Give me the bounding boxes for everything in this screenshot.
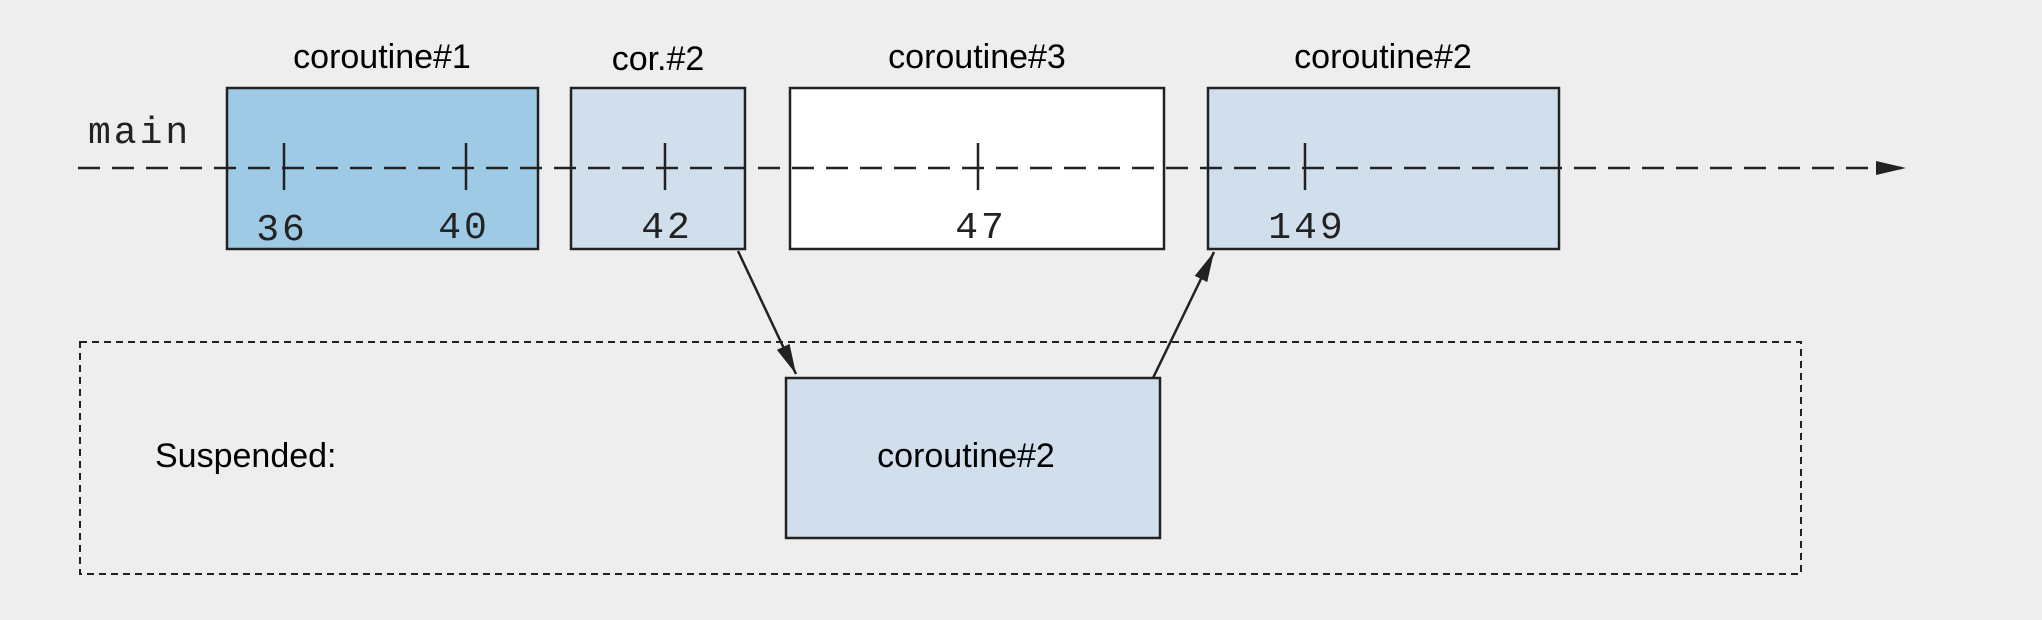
tick-label-40: 40 (438, 207, 490, 250)
box-title-coroutine-1: coroutine#1 (293, 38, 471, 76)
tick-label-36: 36 (256, 209, 308, 252)
suspend-arrow (736, 250, 798, 375)
box-title-coroutine-3: coroutine#3 (888, 38, 1066, 76)
suspended-label: Suspended: (155, 437, 337, 475)
main-thread-label: main (88, 112, 191, 155)
suspended-coroutine-2-label: coroutine#2 (877, 437, 1055, 475)
box-title-coroutine-2: coroutine#2 (1294, 38, 1472, 76)
tick-label-42: 42 (641, 207, 693, 250)
suspended-region (79, 341, 1802, 575)
box-title-cor-2: cor.#2 (612, 40, 705, 78)
suspended-coroutine-2-box (784, 376, 1162, 540)
tick-label-149: 149 (1268, 207, 1345, 250)
tick-label-47: 47 (955, 207, 1007, 250)
resume-arrow (1151, 251, 1216, 379)
